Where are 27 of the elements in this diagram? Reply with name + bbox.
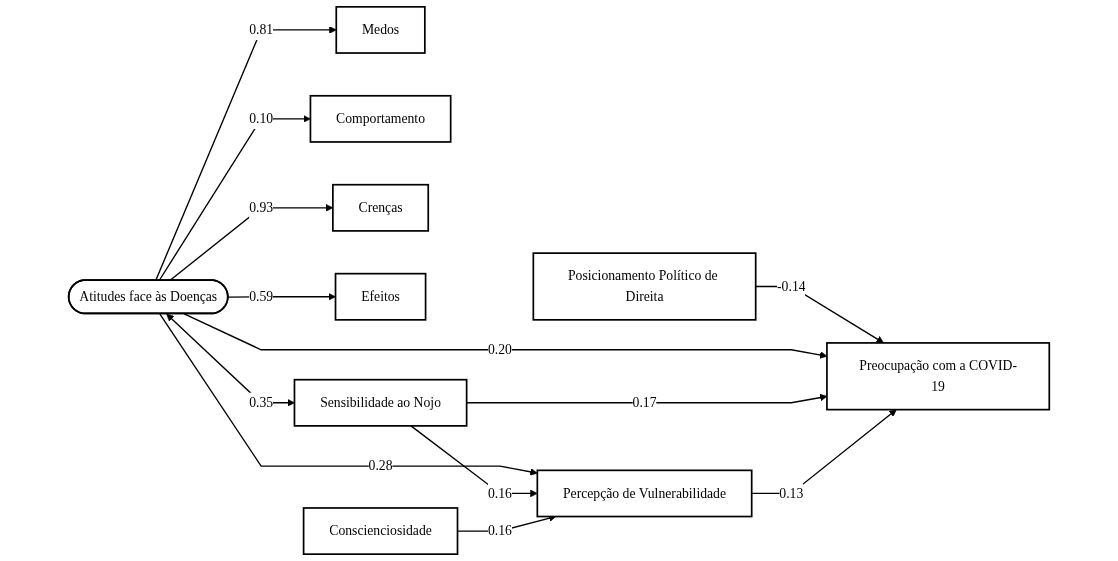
node-box: Preocupação com a COVID-19 [826,342,1051,411]
node-box: Efeitos [334,272,427,321]
edge-label: 0.10 [249,111,274,126]
edge-label: 0.17 [632,395,657,410]
edge-label: 0.93 [249,200,274,215]
node-box: Conscienciosidade [302,507,459,555]
edge-label: 0.16 [488,523,512,538]
node-box: Medos [335,6,426,54]
edge-label: 0.81 [249,22,274,37]
edge-label: 0.35 [249,395,274,410]
edge-label: 0.59 [249,289,274,304]
edge-label: 0.13 [779,485,804,501]
node-box: Posicionamento Político de Direita [532,252,757,321]
node-box: Percepção de Vulnerabilidade [536,469,753,518]
edge-label: 0.16 [488,485,512,501]
arrow [166,313,295,407]
edge-label: -0.14 [777,278,806,294]
node-box: Comportamento [309,94,452,143]
node-box: Crenças [332,183,430,232]
node-box: Sensibilidade ao Nojo [293,378,468,427]
arrow [410,425,538,498]
arrow [159,313,538,476]
arrow [751,409,897,495]
edge-label: 0.20 [488,342,512,357]
arrow [155,26,337,282]
edge-label: 0.28 [368,458,393,473]
arrow [158,115,311,282]
